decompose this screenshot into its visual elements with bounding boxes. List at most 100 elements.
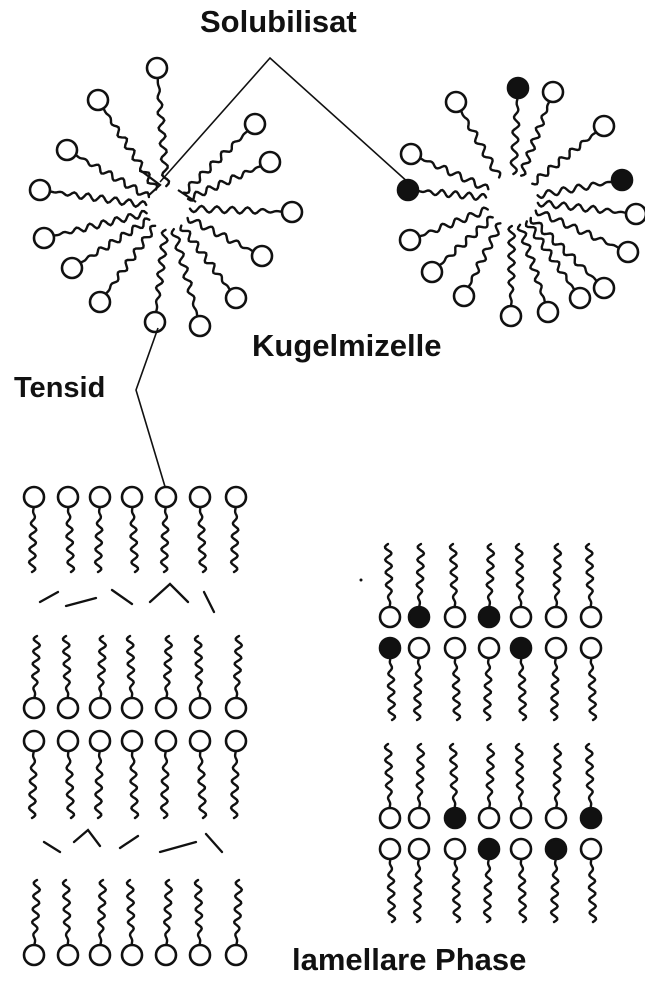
lamella-left-mid-up-2-tail — [63, 636, 70, 698]
lamella-left-bottom-3-head — [90, 945, 110, 965]
lamella-left-top-5-head — [156, 487, 176, 507]
lamella-left-mid-down-4-head — [122, 731, 142, 751]
lamella-right-top-4-head — [479, 607, 499, 627]
lamella-right-lower-1-head — [380, 808, 400, 828]
lamella-right-bottom-1-head — [380, 839, 400, 859]
lamella-left-gap-fragments — [44, 830, 222, 852]
micelle1-surfactant-4-head — [30, 180, 50, 200]
lamella-left-top-6-tail — [199, 507, 207, 572]
lamella-right-upper-5-tail — [519, 658, 526, 720]
lamella-right-bottom-1-tail — [388, 859, 395, 922]
lamella-right-lower-4-tail — [487, 744, 494, 808]
lamella-right-top-4-tail — [487, 544, 494, 607]
lamella-left-mid-down-7-tail — [231, 751, 238, 818]
lamella-right-lower-5-head — [511, 808, 531, 828]
lamella-left-mid-down-2-tail — [67, 751, 75, 818]
lamella-left-mid-down-5-tail — [161, 751, 168, 818]
lamella-left-bottom-5-tail — [164, 880, 172, 945]
micelle2-surfactant-3-head — [446, 92, 466, 112]
lamella-right-upper-6-tail — [551, 658, 558, 720]
lamella-left-bottom-6-head — [190, 945, 210, 965]
lamella-left-top-1-head — [24, 487, 44, 507]
lamella-left-top-4-tail — [131, 507, 139, 572]
lamella-right-lower-6-tail — [554, 744, 561, 808]
lamella-left-gap-fragments — [40, 584, 214, 612]
lamella-left-bottom-7-head — [226, 945, 246, 965]
lamella-left-mid-down-6-head — [190, 731, 210, 751]
lamella-right-upper-3-tail — [453, 658, 460, 720]
lamella-left-mid-down-3-head — [90, 731, 110, 751]
micelle2-surfactant-7-tail — [538, 182, 613, 198]
lamella-left-bottom-4-tail — [127, 880, 134, 945]
micelle2-surfactant-8-head — [626, 204, 645, 224]
lamella-left-mid-up-4-head — [122, 698, 142, 718]
lamella-left-top-5-tail — [161, 507, 168, 572]
micelle2-surfactant-4-head — [594, 116, 614, 136]
lamella-left-top-7-tail — [231, 507, 238, 572]
lamella-left-mid-down-4-tail — [131, 751, 139, 818]
lamella-left-top-1-tail — [29, 507, 36, 572]
micelle1-surfactant-12-tail — [190, 206, 282, 214]
micelle2-surfactant-13-head — [454, 286, 474, 306]
micelle2-surfactant-6-tail — [418, 190, 486, 200]
lamella-right-upper-2-head — [409, 638, 429, 658]
lamella-right-bottom-4-tail — [484, 859, 491, 922]
lamella-right-bottom-2-head — [409, 839, 429, 859]
micelle2-surfactant-1-head — [508, 78, 528, 98]
lamella-right-bottom-2-tail — [414, 859, 421, 922]
lamella-right-upper-5-head — [511, 638, 531, 658]
micelle1-surfactant-4-tail — [50, 191, 146, 206]
micelle2-surfactant-8-tail — [538, 201, 626, 213]
lamella-right-bottom-6-head — [546, 839, 566, 859]
tensid-pointer-line — [136, 328, 166, 490]
kugelmizelle-label: Kugelmizelle — [252, 328, 442, 364]
micelle1-surfactant-5-head — [34, 228, 54, 248]
micelle1-surfactant-1-head — [147, 58, 167, 78]
lamella-left-mid-up-6-tail — [195, 636, 202, 698]
lamella-right-top-7-head — [581, 607, 601, 627]
lamella-right-upper-7-head — [581, 638, 601, 658]
micelle1-surfactant-7-head — [90, 292, 110, 312]
lamella-right-lower-6-head — [546, 808, 566, 828]
lamella-left-bottom-1-tail — [32, 880, 40, 945]
micelle2-surfactant-3-tail — [461, 111, 500, 178]
lamella-right-upper-4-tail — [484, 658, 491, 720]
lamella-left-top-3-tail — [95, 507, 102, 572]
micelle1-surfactant-13-head — [260, 152, 280, 172]
lamella-left-bottom-7-tail — [234, 880, 242, 945]
lamella-left-mid-up-4-tail — [127, 636, 134, 698]
micelle2-surfactant-14-head — [570, 288, 590, 308]
micelle2-surfactant-15-tail — [508, 226, 515, 306]
lamella-right-bottom-5-head — [511, 839, 531, 859]
lamella-left-bottom-3-tail — [98, 880, 106, 945]
micelle1-surfactant-9-head — [190, 316, 210, 336]
lamella-right-top-7-tail — [586, 544, 593, 607]
lamella-left-bottom-4-head — [122, 945, 142, 965]
lamella-right-top-2-head — [409, 607, 429, 627]
micelle2-surfactant-10-head — [618, 242, 638, 262]
lamella-right-top-3-head — [445, 607, 465, 627]
lamella-right-bottom-3-head — [445, 839, 465, 859]
micelle2-surfactant-1-tail — [511, 98, 519, 174]
lamella-right-upper-7-tail — [589, 658, 596, 720]
lamella-right-bottom-4-head — [479, 839, 499, 859]
lamella-right-top-5-tail — [516, 544, 523, 607]
lamella-left-mid-up-7-head — [226, 698, 246, 718]
lamella-left-mid-down-1-head — [24, 731, 44, 751]
lamella-left-mid-up-7-tail — [234, 636, 242, 698]
lamella-right-lower-3-tail — [450, 744, 457, 808]
lamella-left-mid-down-6-tail — [199, 751, 207, 818]
lamella-right-lower-4-head — [479, 808, 499, 828]
micelle1-surfactant-14-head — [245, 114, 265, 134]
scan-speck — [360, 579, 363, 582]
micelle2-surfactant-2-tail — [521, 101, 549, 175]
lamella-left-mid-down-3-tail — [95, 751, 102, 818]
micelle1-surfactant-8-tail — [156, 230, 167, 312]
lamella-right-top-1-head — [380, 607, 400, 627]
lamella-right-top-2-tail — [417, 544, 424, 607]
lamella-left-top-3-head — [90, 487, 110, 507]
lamella-right-top-6-tail — [554, 544, 561, 607]
lamella-left-mid-down-1-tail — [29, 751, 36, 818]
